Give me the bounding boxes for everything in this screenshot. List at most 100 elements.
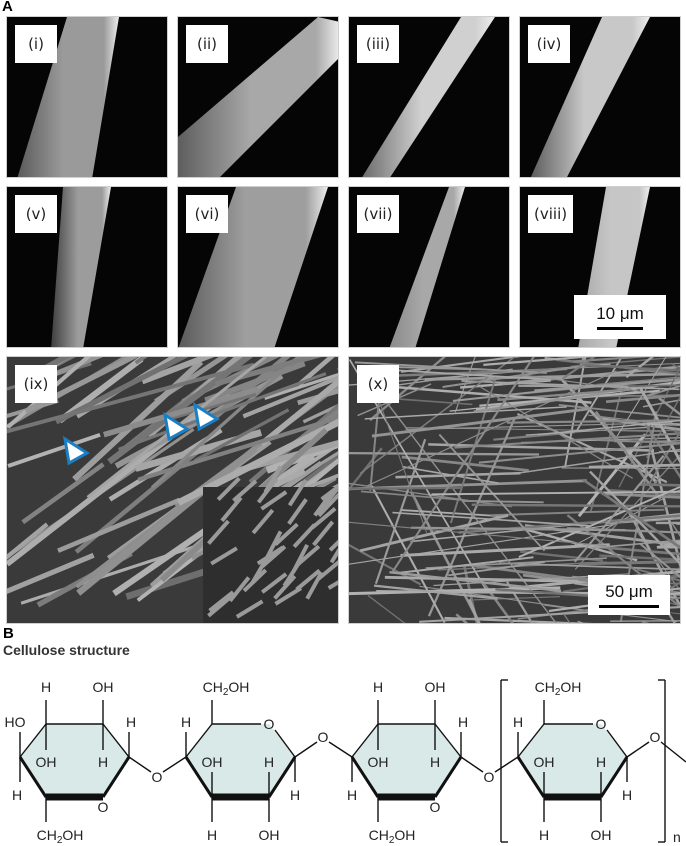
fiber bbox=[401, 357, 522, 373]
fiber bbox=[349, 524, 614, 565]
fiber bbox=[117, 372, 327, 451]
bond bbox=[350, 756, 380, 798]
bond bbox=[460, 756, 484, 773]
bond bbox=[328, 741, 353, 758]
fiber bbox=[437, 561, 607, 571]
crystal bbox=[317, 492, 338, 518]
scale-bar-label: 10 μm bbox=[596, 304, 644, 323]
crystal bbox=[287, 478, 308, 507]
atom-label: H bbox=[264, 754, 274, 770]
crystal bbox=[256, 477, 279, 504]
sem-image-panel: (vi) bbox=[177, 186, 339, 348]
crystal bbox=[316, 560, 338, 581]
structure-title: Cellulose structure bbox=[3, 642, 130, 658]
crystal bbox=[265, 530, 283, 559]
fiber bbox=[639, 543, 680, 579]
fiber bbox=[37, 357, 72, 374]
fiber bbox=[367, 594, 406, 623]
fiber bbox=[605, 429, 680, 432]
ch2oh-group: CH2OH bbox=[369, 827, 416, 846]
bond bbox=[626, 741, 650, 758]
fiber bbox=[580, 560, 680, 566]
fiber bbox=[491, 508, 665, 517]
fiber bbox=[589, 382, 625, 513]
fiber bbox=[362, 17, 495, 177]
fiber bbox=[596, 376, 680, 386]
fiber bbox=[589, 470, 680, 566]
atom-label: H bbox=[539, 827, 549, 843]
sem-image-panel: (vii) bbox=[348, 186, 510, 348]
atom-label: OH bbox=[591, 827, 612, 843]
fiber bbox=[658, 396, 680, 416]
sem-image-panel: (iii) bbox=[348, 16, 510, 178]
bond bbox=[274, 729, 296, 758]
fiber bbox=[141, 357, 215, 385]
crystal bbox=[310, 507, 337, 530]
atom-label: OH bbox=[368, 754, 389, 770]
fiber bbox=[21, 462, 105, 525]
fiber bbox=[178, 17, 338, 177]
atom-label: H bbox=[207, 827, 217, 843]
fiber bbox=[378, 399, 428, 534]
glucose-ring bbox=[518, 724, 627, 797]
fiber bbox=[518, 485, 680, 558]
panel-tag: (x) bbox=[357, 365, 399, 403]
fiber bbox=[582, 478, 680, 550]
ch2oh-group: CH2OH bbox=[37, 827, 84, 846]
fiber bbox=[134, 429, 263, 472]
fiber bbox=[7, 552, 95, 595]
fiber bbox=[7, 433, 101, 468]
fiber bbox=[57, 497, 181, 553]
fiber bbox=[605, 393, 680, 404]
bond bbox=[433, 756, 463, 798]
fiber bbox=[642, 399, 680, 408]
fiber bbox=[599, 554, 680, 561]
atom-label: H bbox=[126, 714, 136, 730]
fiber bbox=[590, 539, 680, 549]
fiber bbox=[570, 489, 680, 548]
arrowhead-marker bbox=[162, 411, 190, 442]
fiber bbox=[452, 385, 589, 402]
fiber bbox=[625, 507, 680, 609]
glycosidic-oxygen: O bbox=[318, 729, 329, 745]
glucose-ring bbox=[352, 724, 461, 797]
fiber bbox=[359, 513, 509, 553]
panel-a-label: A bbox=[2, 0, 13, 15]
ch2oh-group: CH2OH bbox=[535, 679, 582, 698]
fiber bbox=[401, 465, 499, 484]
fiber bbox=[7, 522, 49, 560]
fiber bbox=[396, 556, 534, 575]
panel-tag: (i) bbox=[15, 25, 57, 63]
fiber bbox=[659, 450, 680, 453]
glycosidic-oxygen: O bbox=[484, 769, 495, 785]
fiber bbox=[483, 357, 596, 366]
fiber bbox=[601, 492, 680, 499]
bond bbox=[517, 723, 545, 758]
crystal bbox=[210, 546, 238, 566]
fiber bbox=[269, 451, 338, 497]
fiber bbox=[349, 486, 463, 490]
crystal bbox=[216, 476, 241, 502]
panel-tag: (v) bbox=[15, 195, 57, 233]
fiber bbox=[530, 17, 650, 177]
fiber bbox=[519, 448, 680, 474]
fiber bbox=[392, 511, 592, 527]
bond bbox=[185, 723, 213, 758]
fiber bbox=[479, 578, 515, 623]
crystal bbox=[305, 571, 324, 600]
fiber bbox=[301, 453, 338, 484]
atom-label: OH bbox=[93, 679, 114, 695]
crystal bbox=[207, 594, 233, 618]
fiber bbox=[588, 463, 680, 469]
fiber bbox=[616, 357, 667, 438]
scale-bar: 10 μm bbox=[574, 295, 666, 339]
fiber bbox=[76, 445, 258, 596]
fiber bbox=[137, 415, 338, 482]
atom-label: O bbox=[98, 799, 109, 815]
fiber bbox=[498, 562, 680, 571]
fiber bbox=[454, 357, 476, 413]
crystal bbox=[232, 479, 258, 503]
bond bbox=[102, 723, 130, 758]
fiber bbox=[656, 541, 680, 549]
sem-image-panel: (viii)10 μm bbox=[519, 186, 681, 348]
